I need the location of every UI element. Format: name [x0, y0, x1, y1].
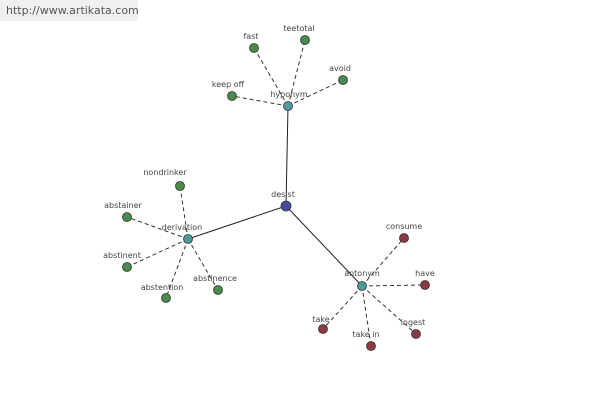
relation-node-hyponym[interactable]: [283, 101, 293, 111]
word-node-abstainer[interactable]: [122, 212, 132, 222]
edge-center-hyponym: [285, 105, 289, 207]
word-node-abstention[interactable]: [161, 293, 171, 303]
word-label-teetotal: teetotal: [283, 24, 314, 33]
word-label-keep-off: keep off: [212, 80, 245, 89]
relation-label-hyponym: hyponym: [270, 90, 308, 99]
word-node-take-in[interactable]: [366, 341, 376, 351]
relation-node-derivation[interactable]: [183, 234, 193, 244]
edge-antonym-consume: [361, 237, 405, 287]
relation-node-antonym[interactable]: [357, 281, 367, 291]
word-node-abstinence[interactable]: [213, 285, 223, 295]
edge-antonym-take: [322, 285, 363, 330]
word-node-consume[interactable]: [399, 233, 409, 243]
edge-hyponym-keep-off: [231, 95, 289, 107]
word-label-ingest: ingest: [401, 318, 426, 327]
relation-label-antonym: antonym: [344, 269, 380, 278]
word-label-abstinence: abstinence: [193, 274, 237, 283]
edge-center-derivation: [187, 205, 287, 240]
source-url-banner[interactable]: http://www.artikata.com: [0, 0, 139, 21]
edge-antonym-ingest: [361, 285, 417, 335]
word-label-abstinent: abstinent: [103, 251, 141, 260]
word-label-abstention: abstention: [141, 283, 184, 292]
word-node-ingest[interactable]: [411, 329, 421, 339]
word-node-nondrinker[interactable]: [175, 181, 185, 191]
word-label-take: take: [312, 315, 329, 324]
edge-derivation-abstention: [165, 238, 189, 299]
word-label-nondrinker: nondrinker: [143, 168, 187, 177]
edge-antonym-take-in: [361, 285, 372, 347]
edge-hyponym-fast: [253, 47, 289, 107]
word-node-avoid[interactable]: [338, 75, 348, 85]
word-label-have: have: [415, 269, 435, 278]
word-node-take[interactable]: [318, 324, 328, 334]
word-node-abstinent[interactable]: [122, 262, 132, 272]
word-node-fast[interactable]: [249, 43, 259, 53]
edge-antonym-have: [361, 284, 426, 287]
word-label-fast: fast: [243, 32, 258, 41]
edge-hyponym-teetotal: [287, 39, 306, 107]
word-node-keep-off[interactable]: [227, 91, 237, 101]
edge-derivation-nondrinker: [179, 185, 189, 240]
edge-derivation-abstinence: [187, 238, 219, 291]
word-label-abstainer: abstainer: [104, 201, 142, 210]
word-node-have[interactable]: [420, 280, 430, 290]
center-node-desist[interactable]: [280, 200, 292, 212]
word-label-take-in: take in: [352, 330, 379, 339]
center-label: desist: [271, 190, 295, 199]
edge-hyponym-avoid: [287, 79, 344, 107]
word-label-avoid: avoid: [329, 64, 351, 73]
edge-derivation-abstainer: [126, 216, 189, 240]
word-node-teetotal[interactable]: [300, 35, 310, 45]
relation-label-derivation: derivation: [162, 223, 202, 232]
word-label-consume: consume: [386, 222, 422, 231]
edge-center-antonym: [285, 205, 363, 287]
